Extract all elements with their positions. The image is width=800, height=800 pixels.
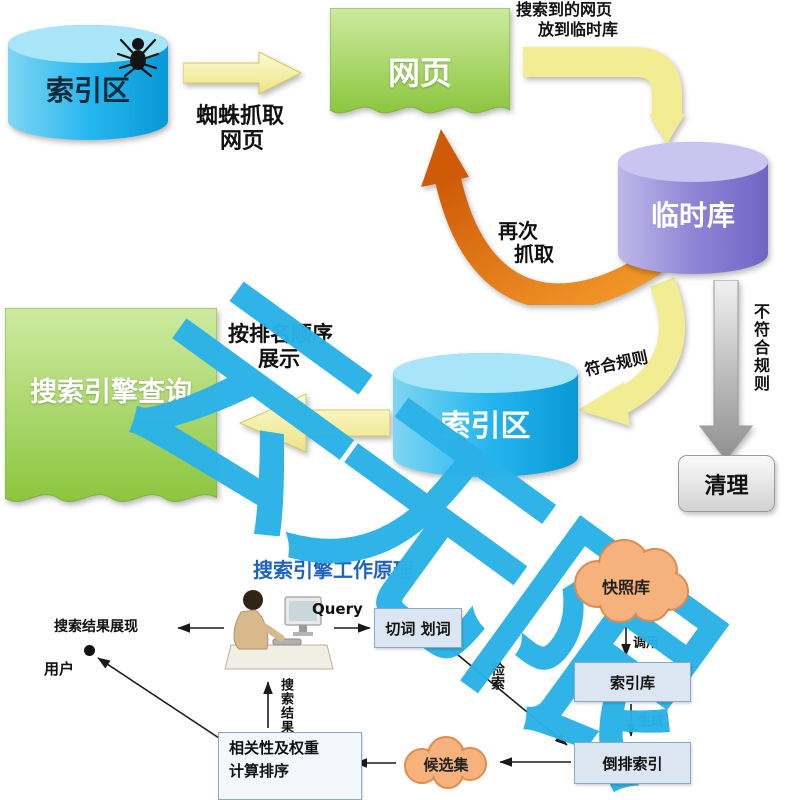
word-segment-label: 切词 划词: [385, 619, 451, 638]
inverted-index-box: 倒排索引: [574, 742, 691, 784]
recrawl-arrow: [421, 129, 663, 305]
generate-label: 生成: [638, 714, 665, 729]
index-db-label: 索引区: [440, 409, 531, 444]
rule-not-match-arrow: [698, 280, 754, 461]
retrieve-label: 检索: [489, 662, 505, 690]
cylinder-shape: [393, 353, 578, 477]
crawl-note-line2: 网页: [220, 129, 265, 155]
crawl-arrow: [183, 51, 303, 95]
spider-icon: [116, 38, 160, 78]
query-document-label: 搜索引擎查询: [30, 377, 192, 408]
cylinder-shape: [8, 25, 168, 140]
clean-box: 清理: [678, 455, 775, 512]
document-shape: [4, 307, 218, 502]
crawl-note: 蜘蛛抓取 网页: [196, 104, 284, 155]
snapshot-label: 快照库: [601, 578, 650, 597]
rule-match-arrow: [578, 277, 686, 426]
temp-db-cylinder: 临时库: [618, 142, 768, 274]
store-note: 搜索到的网页 放到临时库: [516, 0, 618, 40]
ranking-label-line2: 计算排序: [229, 762, 290, 781]
recrawl-note-line1: 再次: [498, 219, 538, 243]
index-db-cylinder: 索引区: [393, 353, 578, 477]
index-lib-label: 索引库: [609, 673, 655, 692]
store-note-line2: 放到临时库: [538, 20, 619, 39]
clean-label: 清理: [704, 473, 749, 499]
search-result-label: 搜索结果: [278, 678, 293, 734]
rank-note: 按排名顺序 展示: [228, 322, 333, 372]
snapshot-cloud: 快照库: [562, 538, 690, 626]
candidate-set-cloud: 候选集: [398, 736, 494, 790]
call-label: 调用: [633, 636, 660, 651]
candidate-set-label: 候选集: [423, 756, 469, 774]
ranking-box: 相关性及权重 计算排序: [218, 732, 362, 800]
rank-note-line1: 按排名顺序: [228, 322, 333, 346]
webpage-label: 网页: [387, 54, 452, 92]
result-display-label: 搜索结果展现: [54, 619, 138, 635]
ranking-label-line1: 相关性及权重: [229, 739, 320, 757]
word-segment-box: 切词 划词: [374, 608, 462, 648]
store-note-line1: 搜索到的网页: [516, 0, 613, 19]
bottom-flow-title: 搜索引擎工作原理: [253, 558, 413, 582]
index-lib-box: 索引库: [574, 662, 691, 702]
user-at-computer-illustration: [224, 590, 334, 670]
rank-arrow: [238, 393, 390, 453]
cloud-shape: [404, 736, 487, 789]
store-arrow: [523, 47, 685, 144]
recrawl-note-line2: 抓取: [514, 242, 554, 266]
query-document: 搜索引擎查询: [4, 307, 218, 526]
user-dot: [84, 645, 95, 656]
rule-not-match-label: 不符合规则: [751, 303, 770, 393]
crawl-note-line1: 蜘蛛抓取: [196, 104, 285, 129]
query-text: Query: [312, 600, 363, 618]
temp-db-label: 临时库: [650, 199, 735, 232]
cloud-shape: [574, 539, 689, 623]
source-index-cylinder: 索引区: [8, 25, 168, 140]
document-shape: [329, 7, 511, 114]
webpage-document: 网页: [329, 7, 511, 133]
cylinder-shape: [618, 142, 768, 274]
inverted-index-label: 倒排索引: [602, 754, 663, 773]
user-label: 用户: [44, 660, 75, 678]
recrawl-note: 再次 抓取: [498, 220, 554, 266]
rank-note-line2: 展示: [258, 347, 300, 372]
source-index-label: 索引区: [45, 74, 130, 107]
